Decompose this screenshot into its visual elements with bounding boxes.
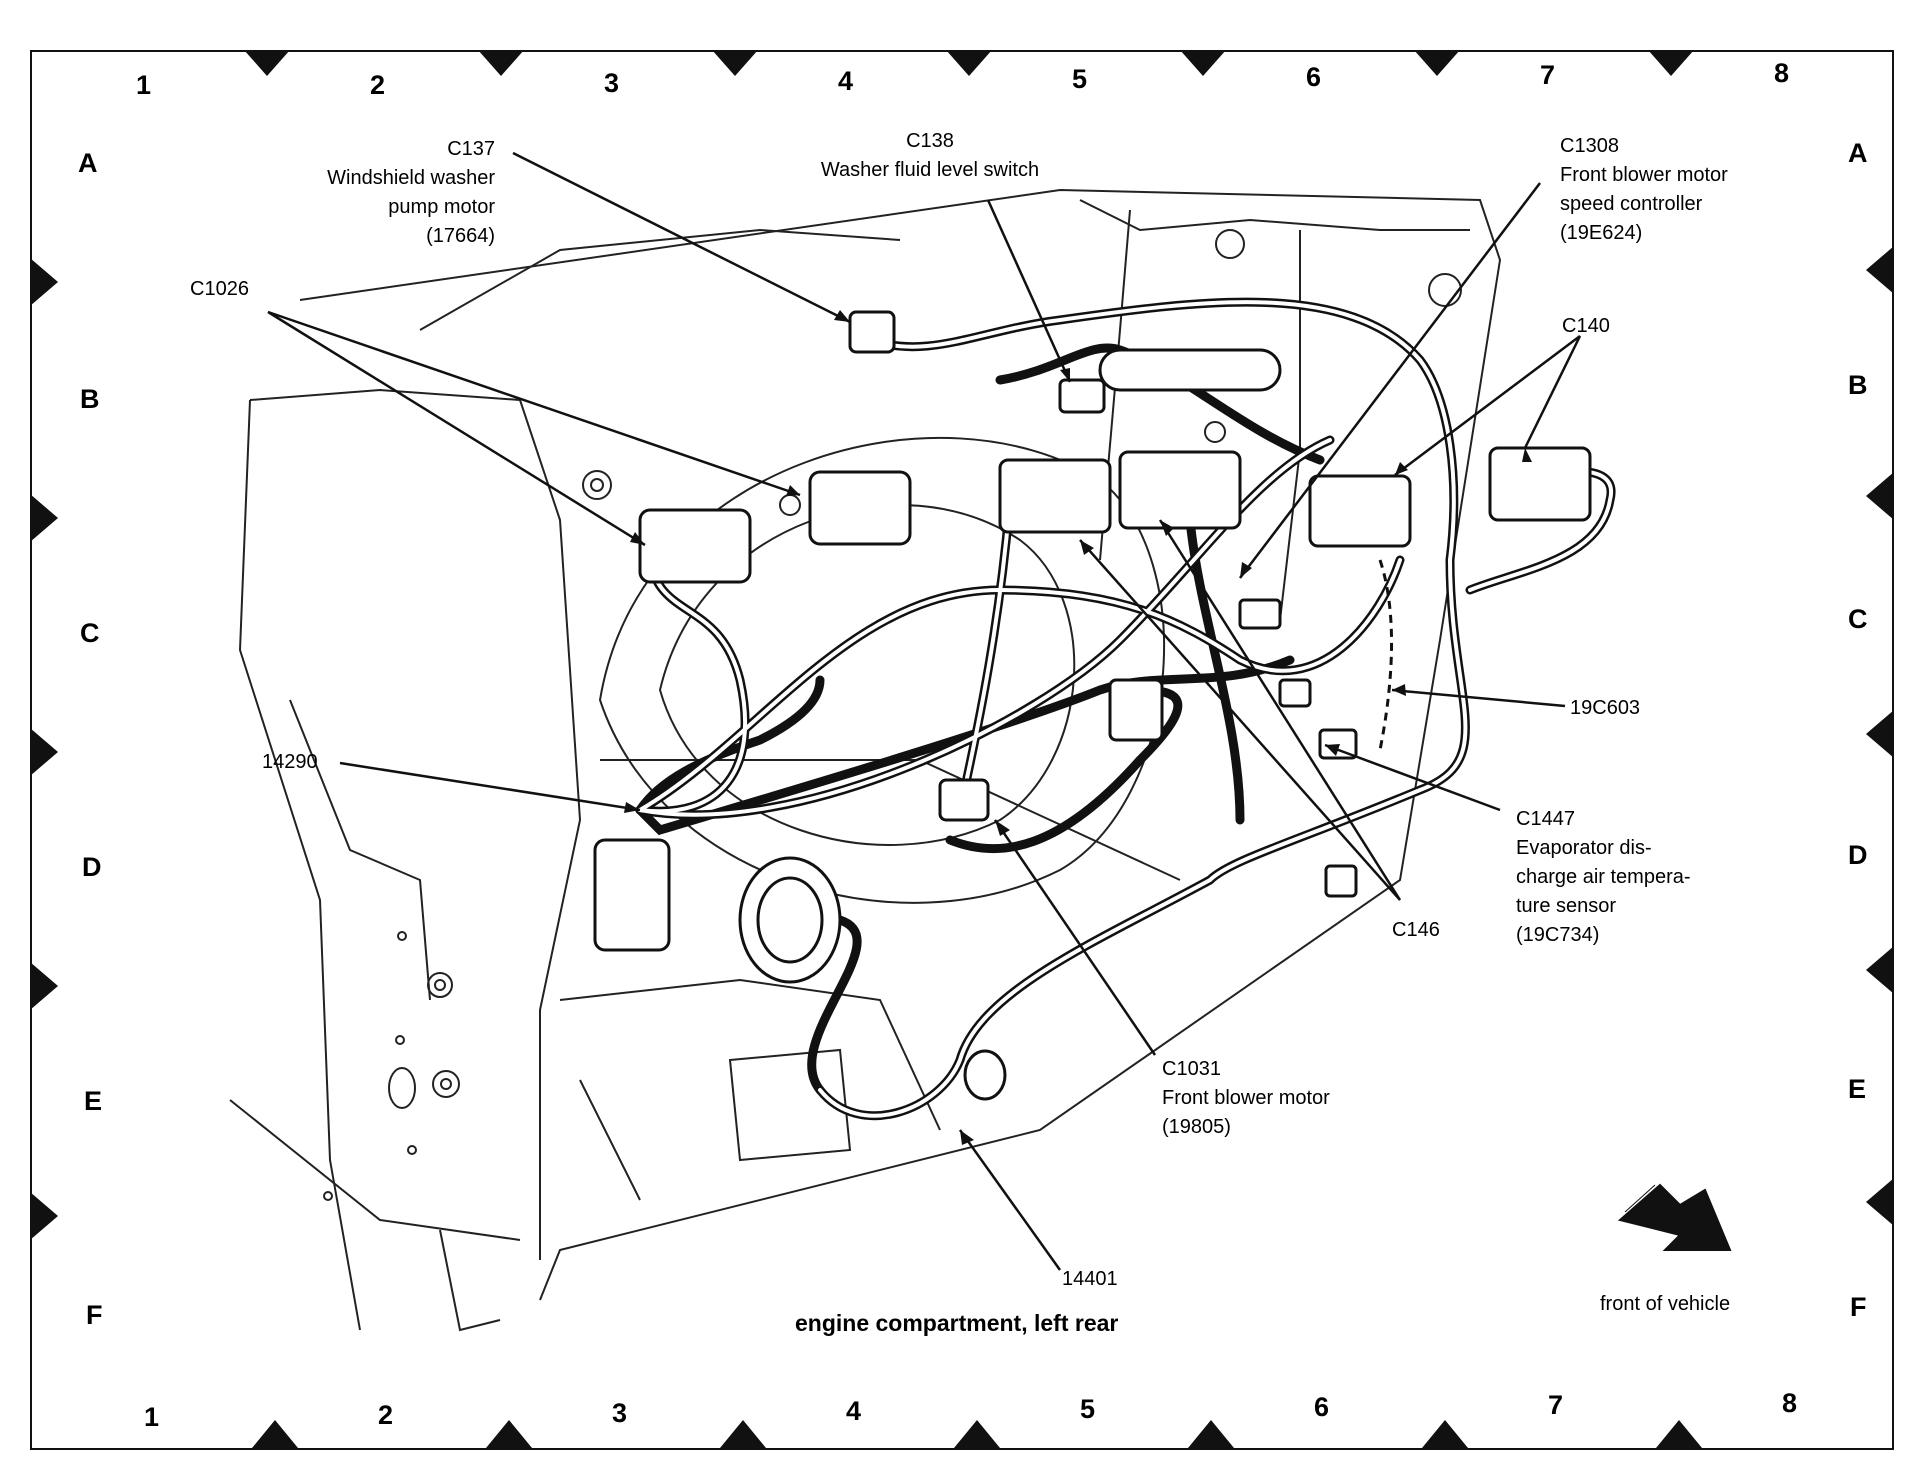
- front-of-vehicle-label: front of vehicle: [1600, 1293, 1731, 1315]
- c138-line1: Washer fluid level switch: [820, 159, 1040, 181]
- label-c138: C138 Washer fluid level switch: [800, 127, 1060, 185]
- leader-arrowheads: [624, 310, 1532, 1145]
- c138-id: C138: [906, 130, 954, 152]
- c1031-line2: (19805): [1162, 1116, 1231, 1138]
- grid-col-8-top: 8: [1774, 58, 1790, 88]
- c1447-line4: (19C734): [1516, 924, 1600, 946]
- grid-col-4-top: 4: [838, 66, 854, 96]
- grid-row-a-left: A: [78, 148, 98, 178]
- grid-col-6-top: 6: [1306, 62, 1322, 92]
- c1447-line1: Evaporator dis-: [1516, 837, 1652, 859]
- grid-col-1-bottom: 1: [144, 1402, 160, 1432]
- grid-col-2-top: 2: [370, 70, 386, 100]
- c1308-line1: Front blower motor: [1560, 164, 1728, 186]
- hidden-wire-dashed: [1378, 559, 1394, 751]
- grid-row-c-left: C: [80, 618, 100, 648]
- label-c1447: C1447 Evaporator dis- charge air tempera…: [1516, 805, 1691, 950]
- grid-row-e-left: E: [84, 1086, 103, 1116]
- label-c137: C137 Windshield washer pump motor (17664…: [240, 135, 495, 251]
- label-c140: C140: [1562, 315, 1610, 337]
- c1447-id: C1447: [1516, 808, 1575, 830]
- leader-lines: [267, 151, 1582, 1271]
- c137-line3: (17664): [426, 225, 495, 247]
- grid-row-f-left: F: [86, 1300, 103, 1330]
- body-panels: [229, 188, 1502, 1332]
- grid-row-f-right: F: [1850, 1292, 1867, 1322]
- grid-row-b-right: B: [1848, 370, 1868, 400]
- grid-row-d-left: D: [82, 852, 102, 882]
- grid-col-2-bottom: 2: [378, 1400, 394, 1430]
- grid-row-d-right: D: [1848, 840, 1868, 870]
- grid-col-3-top: 3: [604, 68, 620, 98]
- panel-holes: [323, 229, 1462, 1201]
- label-c1308: C1308 Front blower motor speed controlle…: [1560, 132, 1728, 248]
- grid-col-6-bottom: 6: [1314, 1392, 1330, 1422]
- grid-col-8-bottom: 8: [1782, 1388, 1798, 1418]
- label-c1026: C1026: [190, 278, 249, 300]
- grid-col-1-top: 1: [136, 70, 152, 100]
- grid-row-c-right: C: [1848, 604, 1868, 634]
- label-14290: 14290: [262, 751, 318, 773]
- c137-line1: Windshield washer: [327, 167, 495, 189]
- c1031-id: C1031: [1162, 1058, 1221, 1080]
- connectors: [593, 310, 1592, 1101]
- grid-col-3-bottom: 3: [612, 1398, 628, 1428]
- frame-triangle-markers: [30, 50, 1894, 1448]
- grid-col-4-bottom: 4: [846, 1396, 862, 1426]
- grid-col-5-top: 5: [1072, 64, 1088, 94]
- front-arrow-icon: [1617, 1183, 1732, 1251]
- c1031-line1: Front blower motor: [1162, 1087, 1330, 1109]
- label-19c603: 19C603: [1570, 697, 1641, 719]
- c1308-line2: speed controller: [1560, 193, 1703, 215]
- c1447-line2: charge air tempera-: [1516, 866, 1691, 888]
- label-c1031: C1031 Front blower motor (19805): [1162, 1055, 1330, 1142]
- grid-col-5-bottom: 5: [1080, 1394, 1096, 1424]
- label-14401: 14401: [1062, 1268, 1118, 1290]
- c1308-line3: (19E624): [1560, 222, 1643, 244]
- grid-col-7-top: 7: [1540, 60, 1556, 90]
- c1447-line3: ture sensor: [1516, 895, 1617, 917]
- grid-col-7-bottom: 7: [1548, 1390, 1564, 1420]
- c137-line2: pump motor: [388, 196, 495, 218]
- grid-row-a-right: A: [1848, 138, 1868, 168]
- grid-row-e-right: E: [1848, 1074, 1867, 1104]
- diagram-caption: engine compartment, left rear: [795, 1310, 1119, 1336]
- c1308-id: C1308: [1560, 135, 1619, 157]
- label-c146: C146: [1392, 919, 1440, 941]
- c137-id: C137: [447, 138, 495, 160]
- wiring-harness-highlight: [638, 300, 1614, 1118]
- grid-row-b-left: B: [80, 384, 100, 414]
